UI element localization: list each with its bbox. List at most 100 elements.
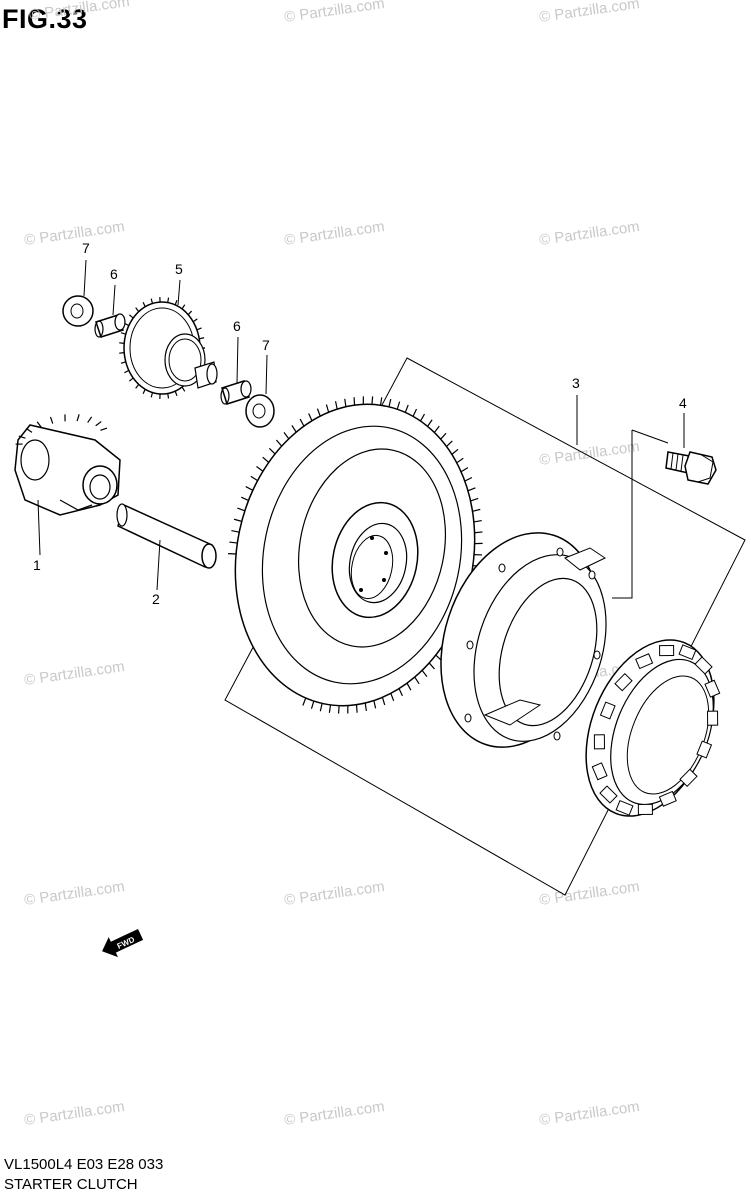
gear-tooth [196,327,202,331]
clutch-roller [593,734,605,750]
gear-tooth [344,398,347,407]
gear-tooth [364,702,367,712]
clutch-roller [637,803,653,815]
clutch-roller [635,653,654,670]
gear-tooth [299,418,305,427]
watermark: © Partzilla.com [538,0,640,26]
gear-tooth [467,487,476,492]
clutch-roller [614,672,633,692]
gear-tooth [325,404,330,413]
gear-tooth [167,297,170,303]
gear-tooth [150,298,154,304]
gear-tooth [472,508,481,512]
part-7-washer-left[interactable] [62,295,94,327]
watermark: © Partzilla.com [28,0,130,24]
gear-tooth [381,697,386,706]
watermark: © Partzilla.com [23,658,125,689]
watermark: © Partzilla.com [538,218,640,249]
gear-tooth [229,541,238,544]
gear-tooth [406,682,412,691]
gear-tooth [120,361,126,364]
gear-tooth [388,398,392,407]
gear-tooth [446,440,453,447]
gear-tooth [308,413,313,422]
clutch-roller [591,762,608,781]
gear-tooth [390,693,395,702]
watermark: © Partzilla.com [283,218,385,249]
gear-tooth [440,432,447,440]
gear-tooth [120,332,126,335]
gear-tooth [150,392,154,398]
part-3-one-way-clutch[interactable] [562,621,738,835]
gear-tooth [473,519,482,523]
part-4-bolt[interactable] [665,451,717,485]
callout-4: 4 [679,395,687,411]
gear-tooth [433,425,440,433]
gear-tooth [302,697,307,706]
gear-tooth [396,401,401,410]
gear-tooth [470,497,479,502]
gear-tooth [428,662,435,670]
gear-tooth [76,414,80,422]
callout-6-right: 6 [233,318,241,334]
gear-tooth [404,404,409,413]
watermark: © Partzilla.com [283,1098,385,1129]
gear-tooth [231,529,240,533]
callout-7-left: 7 [82,240,90,256]
part-1-gear[interactable] [14,414,121,516]
clutch-roller [678,644,697,661]
gear-tooth [119,342,125,344]
part-6-bushing-left[interactable] [94,313,126,338]
watermark: © Partzilla.com [23,878,125,909]
part-6-bushing-right[interactable] [220,380,252,405]
footer-diagram-name: STARTER CLUTCH [4,1176,138,1193]
gear-tooth [135,384,140,389]
gear-tooth [398,688,403,697]
gear-tooth [142,301,146,307]
part-3-clutch-housing[interactable] [415,512,629,768]
gear-tooth [451,448,459,455]
gear-tooth [319,703,323,712]
clutch-roller [599,785,618,804]
part-2-shaft[interactable] [116,503,217,569]
watermark: © Partzilla.com [23,218,125,249]
gear-tooth [291,425,297,433]
callout-5: 5 [175,261,183,277]
gear-tooth [199,337,205,340]
watermark: © Partzilla.com [283,878,385,909]
watermark: © Partzilla.com [538,1098,640,1129]
gear-tooth [100,427,108,431]
gear-tooth [187,310,193,316]
gear-tooth [142,389,146,395]
fwd-label: FWD [116,935,137,951]
part-5-idle-gear[interactable] [119,297,218,399]
gear-tooth [119,352,125,354]
watermark: © Partzilla.com [538,438,640,469]
watermark: © Partzilla.com [283,0,385,26]
gear-tooth [87,416,93,423]
gear-tooth [181,304,186,310]
gear-tooth [174,299,178,306]
callout-2: 2 [152,591,160,607]
gear-tooth [373,700,377,709]
gear-tooth [283,432,290,440]
gear-tooth [256,466,264,472]
gear-tooth [192,318,198,323]
watermark: © Partzilla.com [23,1098,125,1129]
gear-tooth [419,413,425,422]
callout-labels: 7 6 5 6 7 1 2 3 4 [33,240,687,607]
gear-tooth [174,390,178,397]
part-7-washer-right[interactable] [245,394,275,428]
gear-tooth [167,393,170,399]
gear-tooth [371,396,374,405]
clutch-roller [659,645,675,657]
clutch-roller [696,740,713,759]
callout-7-right: 7 [262,337,270,353]
leader-lines [37,259,685,599]
clutch-roller [694,656,713,675]
clutch-roller [599,701,616,720]
watermark: © Partzilla.com [538,878,640,909]
gear-tooth [427,419,433,427]
figure-title: FIG.33 [2,4,88,34]
